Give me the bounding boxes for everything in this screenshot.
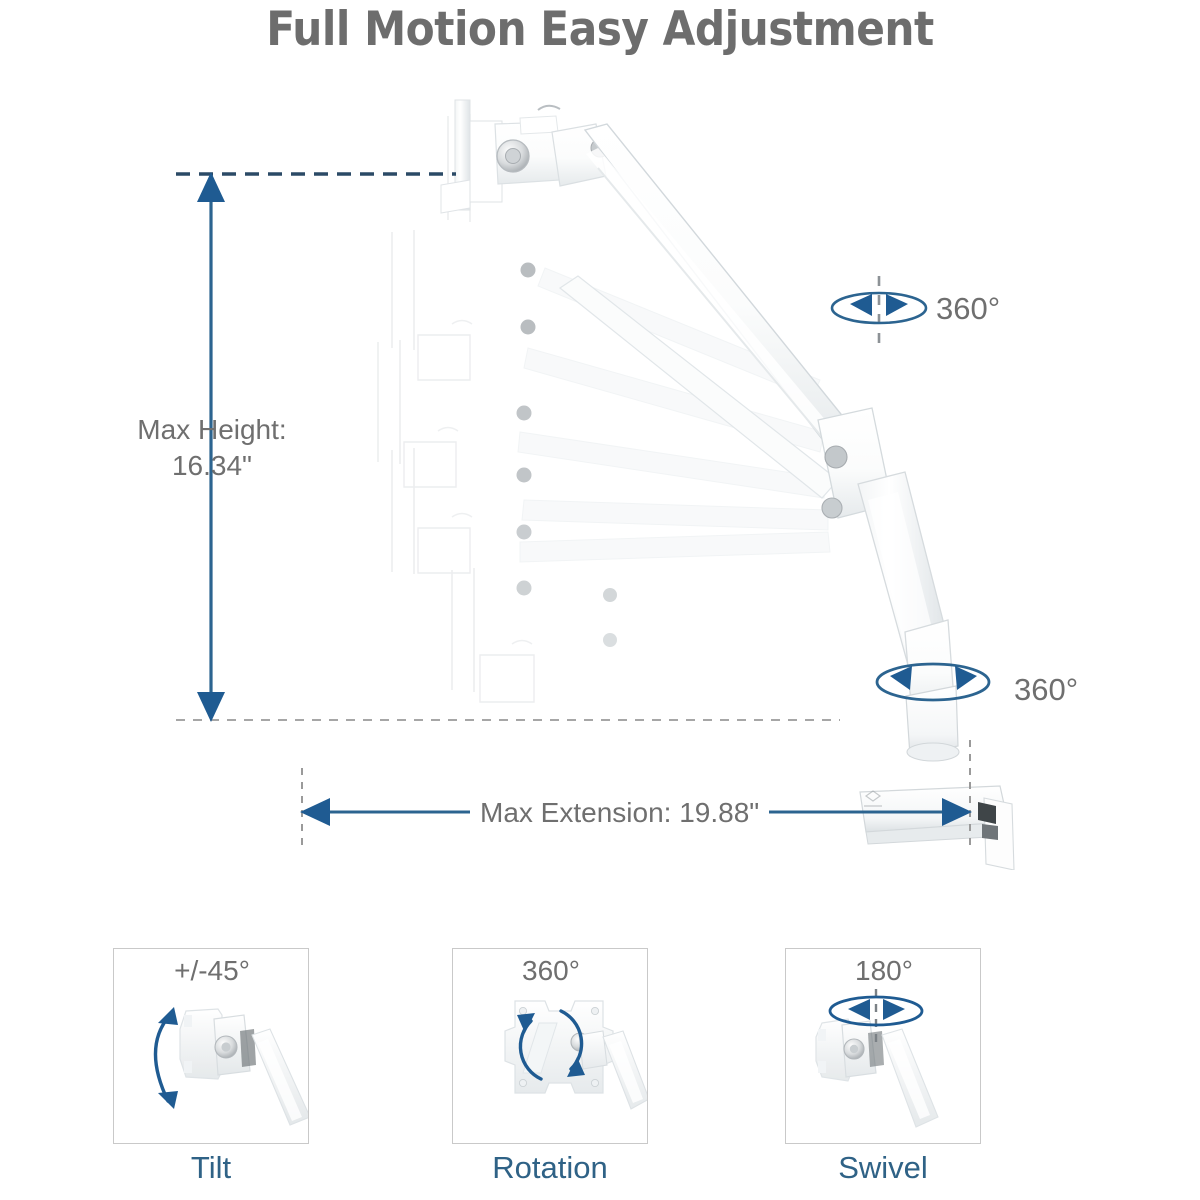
rotation-degrees-bottom: 360° [1014, 672, 1079, 707]
max-extension-arrow-right [942, 798, 972, 826]
monitor-arm-assembly [440, 99, 1015, 870]
panel-tilt-angle: +/-45° [174, 955, 250, 986]
panel-swivel-caption: Swivel [838, 1150, 928, 1185]
panel-swivel: 180° [785, 948, 981, 1144]
max-extension-arrow-left [300, 798, 330, 826]
monitor-arm-illustration [0, 80, 1200, 870]
swivel-ellipse-arrow-icon [815, 989, 939, 1128]
rotation-circle-arrow-icon [504, 1000, 647, 1110]
feature-panels: +/-45° [0, 948, 1200, 1200]
rotation-callout-bottom [875, 662, 991, 702]
main-gas-spring-boom [558, 123, 854, 499]
max-height-label-line2: 16.34" [171, 450, 252, 481]
panel-tilt-caption: Tilt [190, 1150, 232, 1185]
rotation-ellipse-bottom [875, 662, 991, 702]
max-height-label-line1: Max Height: [137, 414, 287, 445]
panel-tilt: +/-45° [113, 948, 309, 1144]
rotation-degrees-top: 360° [936, 291, 1001, 326]
arm-pivot-studs [516, 262, 617, 647]
max-height-dimension [176, 172, 840, 722]
page-title: Full Motion Easy Adjustment [266, 2, 934, 57]
panel-rotation-caption: Rotation [492, 1150, 608, 1185]
rotation-callout-top [830, 276, 928, 348]
desk-clamp-base [859, 785, 1015, 870]
rotation-arrowhead-top-left [886, 294, 908, 316]
rotation-ellipse-top [830, 291, 928, 325]
max-height-arrow-up [197, 172, 225, 202]
panel-rotation-angle: 360° [522, 955, 580, 986]
rotation-arrowhead-bottom-right [955, 666, 977, 690]
max-height-label: Max Height: 16.34" [112, 412, 312, 484]
tilt-arc-arrow-icon [153, 1007, 308, 1126]
max-extension-label: Max Extension: 19.88" [470, 796, 770, 830]
vesa-tilt-head [440, 99, 561, 214]
ghost-arm-sweep [517, 267, 831, 563]
rotation-arrowhead-top-right [850, 294, 872, 316]
panel-swivel-angle: 180° [855, 955, 913, 986]
ghost-bracket-positions [377, 114, 535, 703]
rotation-arrowhead-bottom-left [890, 666, 912, 690]
arm-vertical-post [857, 471, 960, 762]
max-height-arrow-down [197, 692, 225, 722]
panel-rotation: 360° [452, 948, 648, 1144]
